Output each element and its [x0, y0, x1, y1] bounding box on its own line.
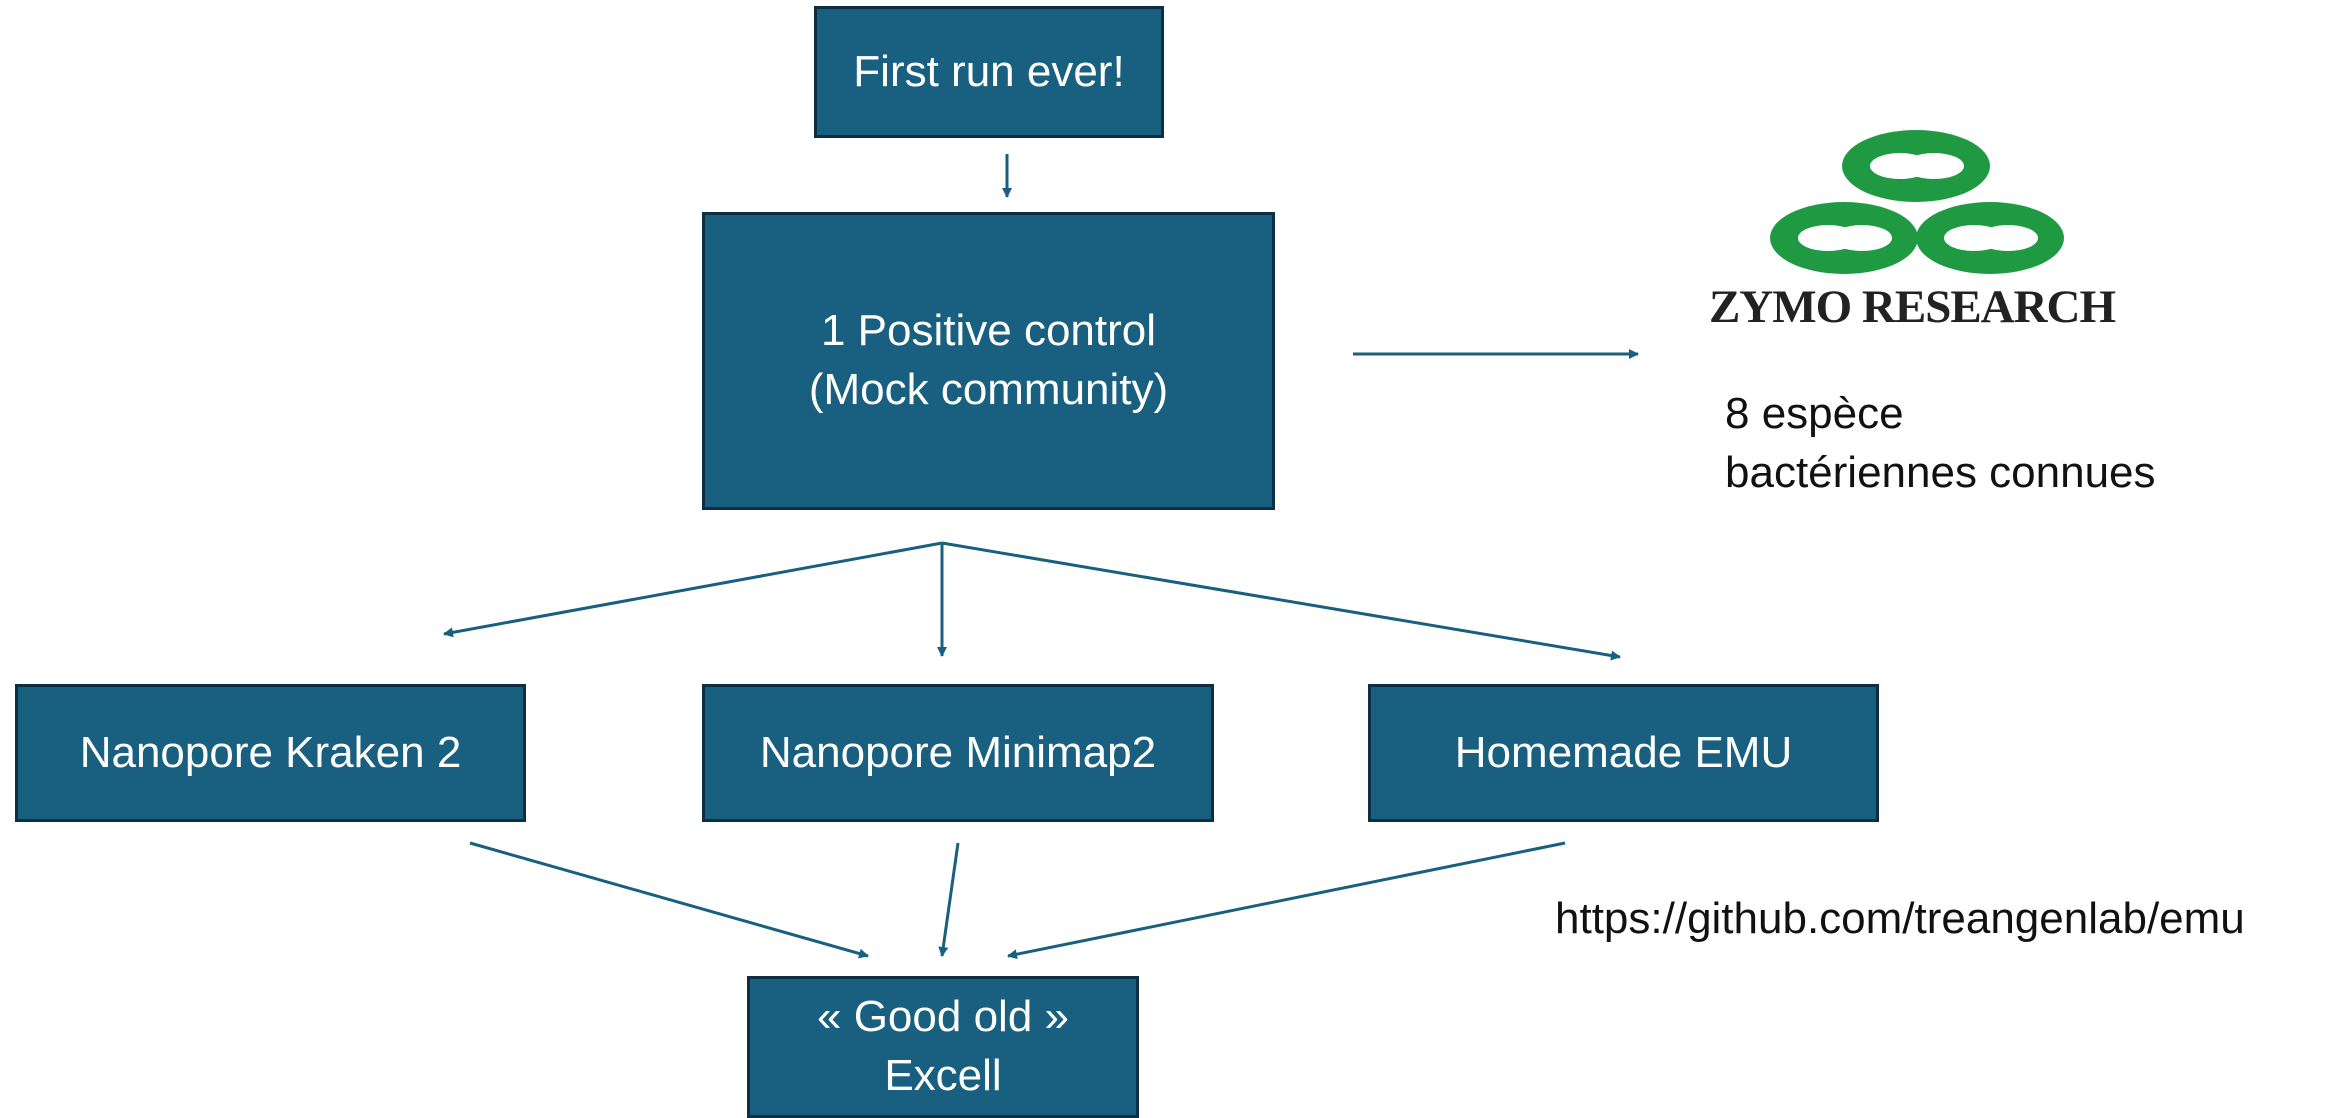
first-run-label: First run ever! [853, 46, 1125, 96]
species-annotation: 8 espèce bactériennes connues [1725, 385, 2156, 502]
kraken-node: Nanopore Kraken 2 [15, 684, 526, 822]
arrow-control-to-kraken [443, 541, 943, 638]
species-line-1: 8 espèce [1725, 389, 1904, 438]
positive-control-line-2: (Mock community) [808, 365, 1169, 414]
arrow-emu-to-excel [1007, 841, 1566, 960]
emu-node: Homemade EMU [1368, 684, 1879, 822]
minimap-label: Nanopore Minimap2 [759, 727, 1157, 777]
excel-node: « Good old » Excell [747, 976, 1139, 1118]
species-line-2: bactériennes connues [1725, 447, 2156, 497]
arrow-control-to-emu [941, 541, 1621, 661]
first-run-node: First run ever! [814, 6, 1164, 138]
minimap-node: Nanopore Minimap2 [702, 684, 1214, 822]
excel-line-2: Excell [884, 1051, 1002, 1100]
zymo-logo-icon [1770, 130, 2064, 274]
positive-control-line-1: 1 Positive control [820, 306, 1157, 356]
emu-label: Homemade EMU [1454, 727, 1793, 777]
kraken-label: Nanopore Kraken 2 [79, 727, 462, 777]
arrow-minimap-to-excel [938, 842, 960, 957]
positive-control-node: 1 Positive control (Mock community) [702, 212, 1275, 510]
excel-line-1: « Good old » [817, 992, 1069, 1042]
zymo-research-logo: ZYMO RESEARCH [1672, 118, 2152, 346]
emu-github-url: https://github.com/treangenlab/emu [1555, 894, 2245, 943]
zymo-logo-text: ZYMO RESEARCH [1708, 281, 2116, 333]
arrow-kraken-to-excel [469, 841, 869, 959]
